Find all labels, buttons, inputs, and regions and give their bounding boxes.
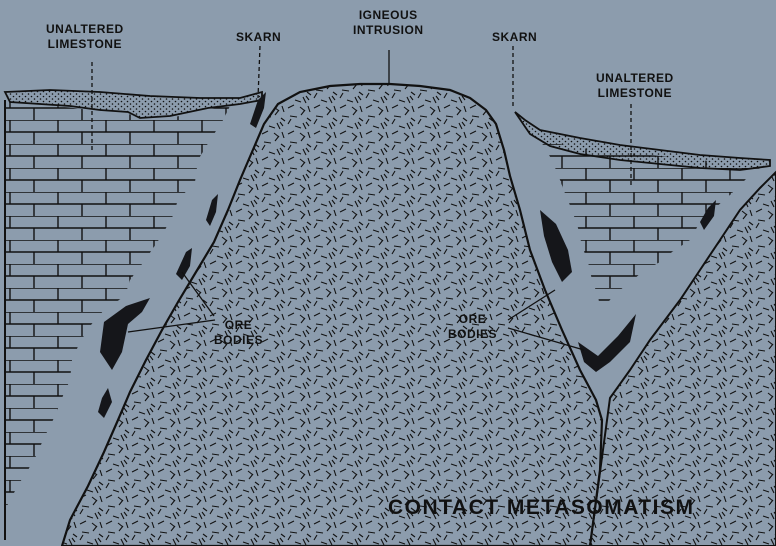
label-skarn-right: SKARN xyxy=(492,30,537,45)
label-igneous-intrusion: IGNEOUS INTRUSION xyxy=(353,8,424,38)
label-unaltered-limestone-right: UNALTERED LIMESTONE xyxy=(596,71,674,101)
label-skarn-left: SKARN xyxy=(236,30,281,45)
label-unaltered-limestone-left: UNALTERED LIMESTONE xyxy=(46,22,124,52)
diagram-title: CONTACT METASOMATISM xyxy=(388,496,694,520)
ore-body xyxy=(578,314,636,372)
ore-body xyxy=(540,210,572,282)
label-ore-bodies-right: ORE BODIES xyxy=(448,312,497,342)
ore-body xyxy=(98,388,112,418)
label-ore-bodies-left: ORE BODIES xyxy=(214,318,263,348)
ore-body xyxy=(100,298,150,370)
ore-body xyxy=(206,194,218,226)
